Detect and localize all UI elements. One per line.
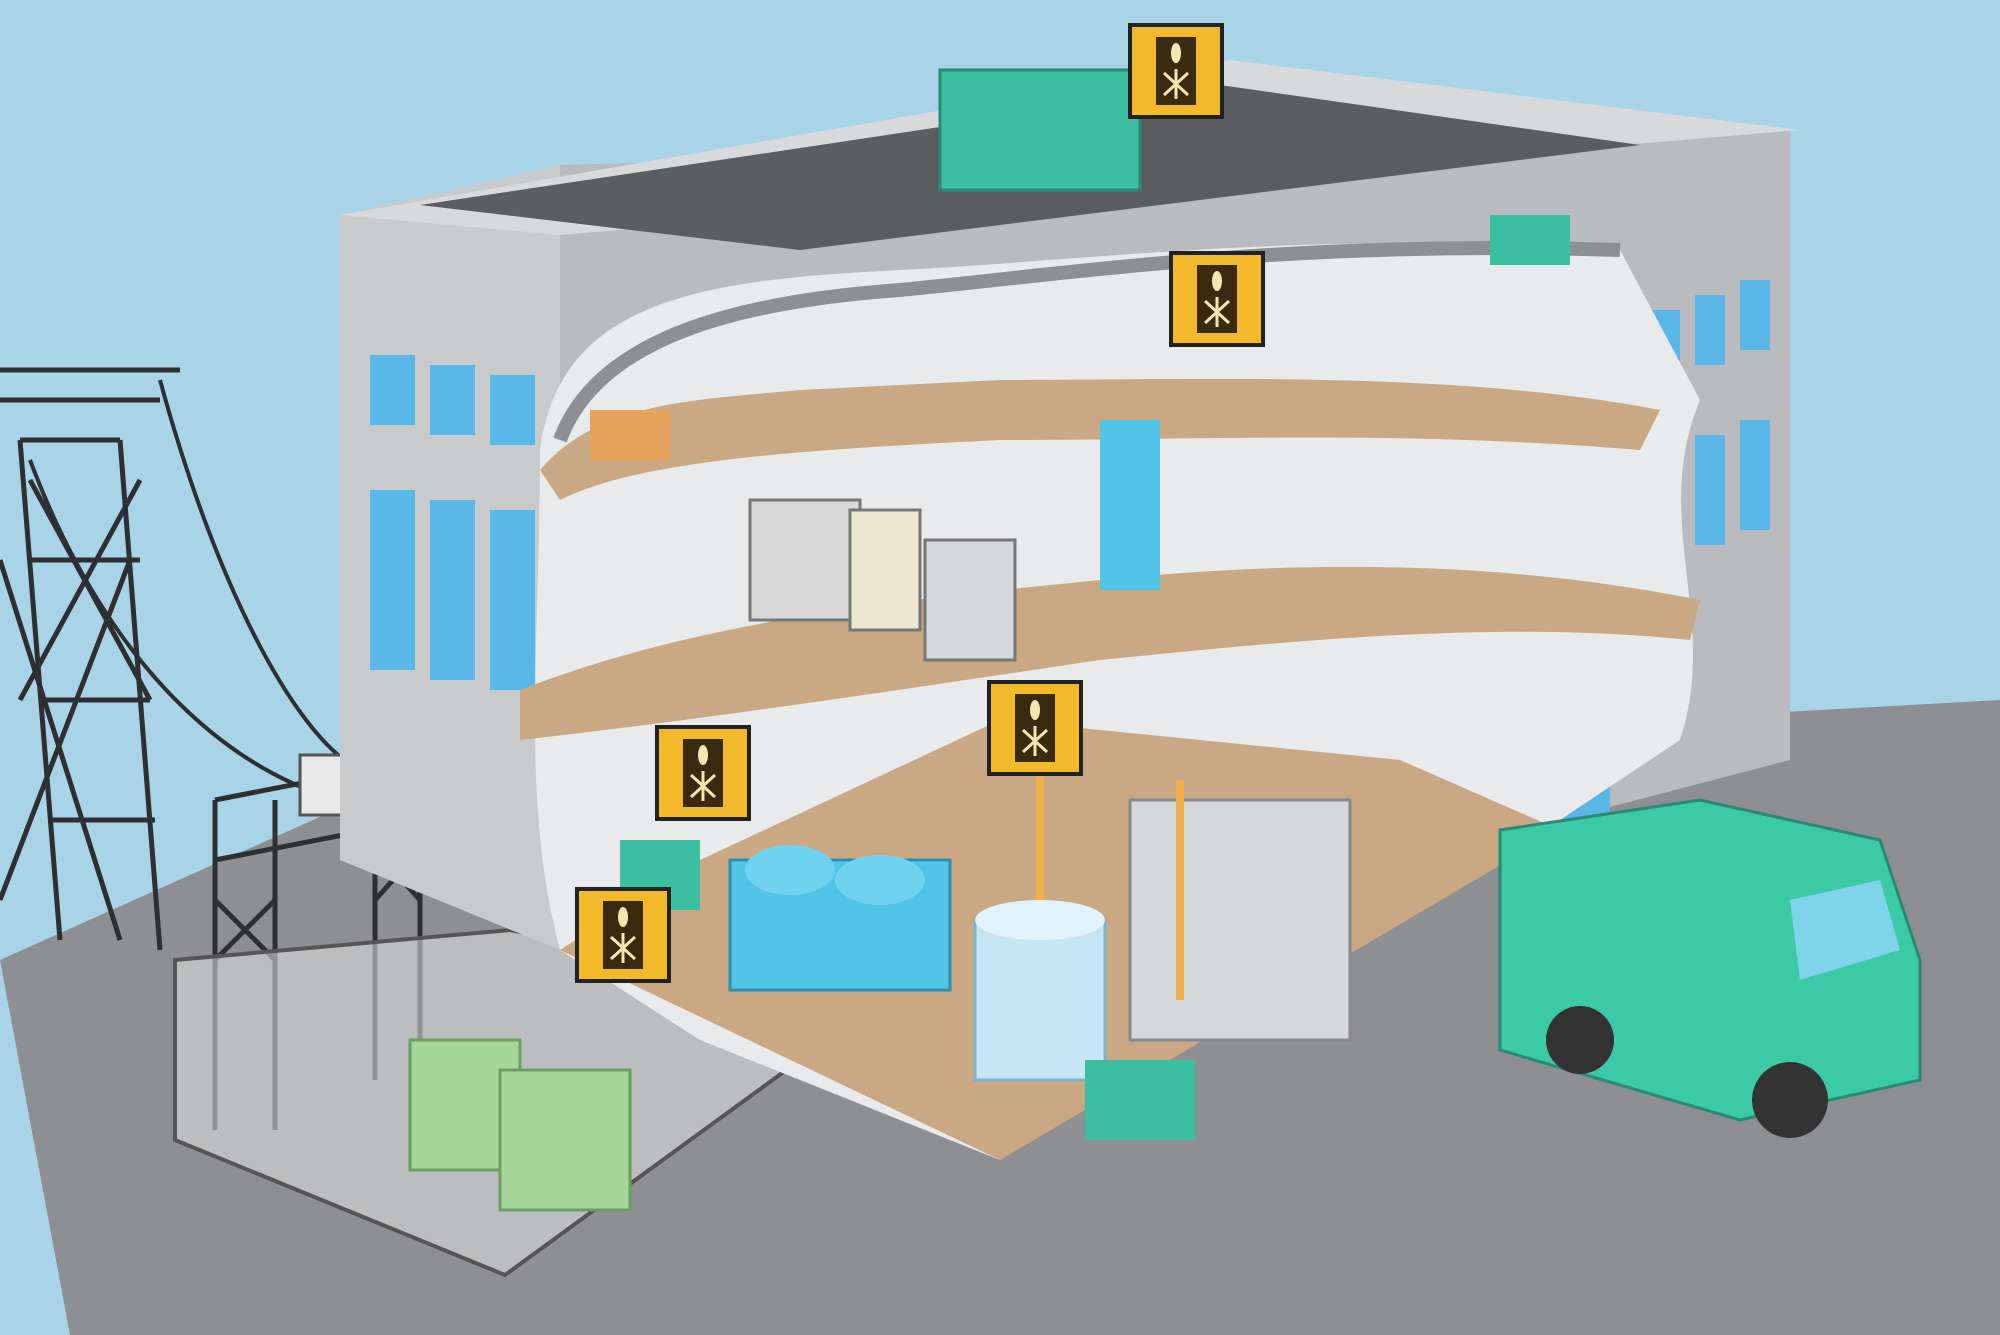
chiller-fan <box>745 845 835 895</box>
windows-left <box>370 355 535 690</box>
air-handler <box>1100 420 1160 590</box>
chiller-fan <box>835 855 925 905</box>
pump <box>1085 1060 1195 1140</box>
equipment <box>590 68 1570 1140</box>
third-floor <box>540 378 1660 500</box>
sensor-marker-icon <box>655 725 751 821</box>
sensor-marker-icon <box>1128 23 1224 119</box>
electrical-panel <box>923 538 1017 662</box>
switchgear <box>1128 798 1352 1042</box>
sensor-marker-icon <box>575 887 671 983</box>
substation <box>173 753 802 1278</box>
cabinet <box>848 508 922 632</box>
service-van <box>1498 798 1922 1138</box>
power-tower <box>0 367 361 951</box>
rooftop-ac-unit <box>938 68 1142 192</box>
box <box>590 410 670 460</box>
ductwork <box>553 241 1621 443</box>
water-tank <box>973 918 1107 1082</box>
transformer <box>498 1068 632 1212</box>
sensor-marker-icon <box>987 680 1083 776</box>
water-tank-top <box>975 900 1105 940</box>
sensor-marker-icon <box>1169 251 1265 347</box>
rooftop-fan <box>1490 215 1570 265</box>
second-floor <box>520 566 1700 740</box>
server-rack <box>748 498 862 622</box>
